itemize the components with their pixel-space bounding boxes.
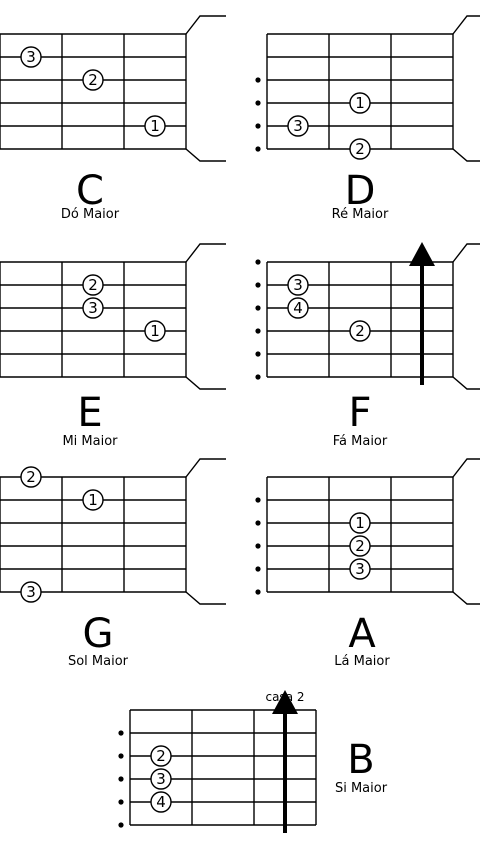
finger-dot xyxy=(82,489,104,511)
finger-dot xyxy=(287,115,309,137)
finger-number: 1 xyxy=(88,491,98,509)
finger-dot xyxy=(82,297,104,319)
string-marker-dot xyxy=(255,100,261,106)
string-marker-dot xyxy=(255,566,261,572)
finger-number: 3 xyxy=(156,770,166,788)
finger-number: 1 xyxy=(355,514,365,532)
chord-diagram-d: 1 3 2 xyxy=(255,15,480,162)
string-marker-dot xyxy=(255,259,261,265)
string-marker-dot xyxy=(255,543,261,549)
chord-diagram-a: 1 2 3 xyxy=(255,458,480,605)
finger-dot xyxy=(150,768,172,790)
finger-number: 4 xyxy=(293,299,303,317)
string-marker-dot xyxy=(255,328,261,334)
finger-dot xyxy=(144,320,166,342)
finger-dot xyxy=(349,558,371,580)
chord-name-d: Ré Maior xyxy=(331,207,389,222)
finger-dot xyxy=(20,581,42,603)
chord-letter-e: E xyxy=(77,390,103,436)
finger-number: 1 xyxy=(355,94,365,112)
finger-number: 1 xyxy=(150,322,160,340)
finger-dot xyxy=(349,138,371,160)
chord-name-b: Si Maior xyxy=(334,781,388,796)
finger-number: 2 xyxy=(355,322,365,340)
string-marker-dot xyxy=(255,305,261,311)
chord-letter-g: G xyxy=(82,611,114,657)
finger-number: 2 xyxy=(156,747,166,765)
finger-dot xyxy=(20,46,42,68)
finger-dot xyxy=(349,512,371,534)
headstock-outline xyxy=(452,15,480,162)
chord-name-g: Sol Maior xyxy=(67,654,129,669)
chord-letter-c: C xyxy=(76,168,104,214)
headstock-outline xyxy=(185,15,226,162)
finger-number: 2 xyxy=(88,71,98,89)
finger-number: 2 xyxy=(26,468,36,486)
chord-name-e: Mi Maior xyxy=(62,434,118,449)
finger-dot xyxy=(144,115,166,137)
chord-letter-f: F xyxy=(348,390,372,436)
finger-dot xyxy=(349,535,371,557)
chord-diagram-b: 2 3 4 xyxy=(118,690,317,833)
barre-arrow-head xyxy=(409,242,435,266)
headstock-outline xyxy=(452,243,480,390)
chord-diagram-e: 2 3 1 xyxy=(0,243,226,390)
chord-diagram-c: 3 2 1 xyxy=(0,15,226,162)
string-marker-dot xyxy=(118,753,124,759)
finger-dot xyxy=(150,791,172,813)
string-marker-dot xyxy=(255,497,261,503)
headstock-outline xyxy=(185,243,226,390)
string-marker-dot xyxy=(118,822,124,828)
chord-name-a: Lá Maior xyxy=(334,654,390,669)
finger-dot xyxy=(287,297,309,319)
chord-letter-d: D xyxy=(344,168,376,214)
string-marker-dot xyxy=(255,589,261,595)
finger-dot xyxy=(349,320,371,342)
string-marker-dot xyxy=(255,520,261,526)
finger-number: 3 xyxy=(88,299,98,317)
finger-dot xyxy=(287,274,309,296)
finger-number: 3 xyxy=(293,276,303,294)
chord-name-c: Dó Maior xyxy=(60,207,120,222)
finger-dot xyxy=(82,69,104,91)
string-marker-dot xyxy=(255,146,261,152)
finger-number: 2 xyxy=(88,276,98,294)
finger-number: 3 xyxy=(26,583,36,601)
string-marker-dot xyxy=(255,351,261,357)
finger-dot xyxy=(20,466,42,488)
finger-number: 2 xyxy=(355,140,365,158)
finger-dot xyxy=(82,274,104,296)
headstock-outline xyxy=(185,458,226,605)
headstock-outline xyxy=(452,458,480,605)
string-marker-dot xyxy=(255,77,261,83)
finger-number: 3 xyxy=(26,48,36,66)
chord-letter-a: A xyxy=(348,611,376,657)
finger-number: 2 xyxy=(355,537,365,555)
finger-number: 4 xyxy=(156,793,166,811)
finger-number: 1 xyxy=(150,117,160,135)
chord-letter-b: B xyxy=(347,737,375,783)
string-marker-dot xyxy=(118,799,124,805)
chord-diagram-f: 3 4 2 xyxy=(255,242,480,390)
chord-diagram-g: 2 1 3 xyxy=(0,458,226,605)
string-marker-dot xyxy=(255,374,261,380)
finger-dot xyxy=(150,745,172,767)
finger-dot xyxy=(349,92,371,114)
barre-arrow-head xyxy=(272,690,298,714)
finger-number: 3 xyxy=(293,117,303,135)
string-marker-dot xyxy=(255,282,261,288)
string-marker-dot xyxy=(118,776,124,782)
fret-position-label: casa 2 xyxy=(265,690,305,704)
string-marker-dot xyxy=(118,730,124,736)
finger-number: 3 xyxy=(355,560,365,578)
string-marker-dot xyxy=(255,123,261,129)
chord-name-f: Fá Maior xyxy=(332,434,388,449)
